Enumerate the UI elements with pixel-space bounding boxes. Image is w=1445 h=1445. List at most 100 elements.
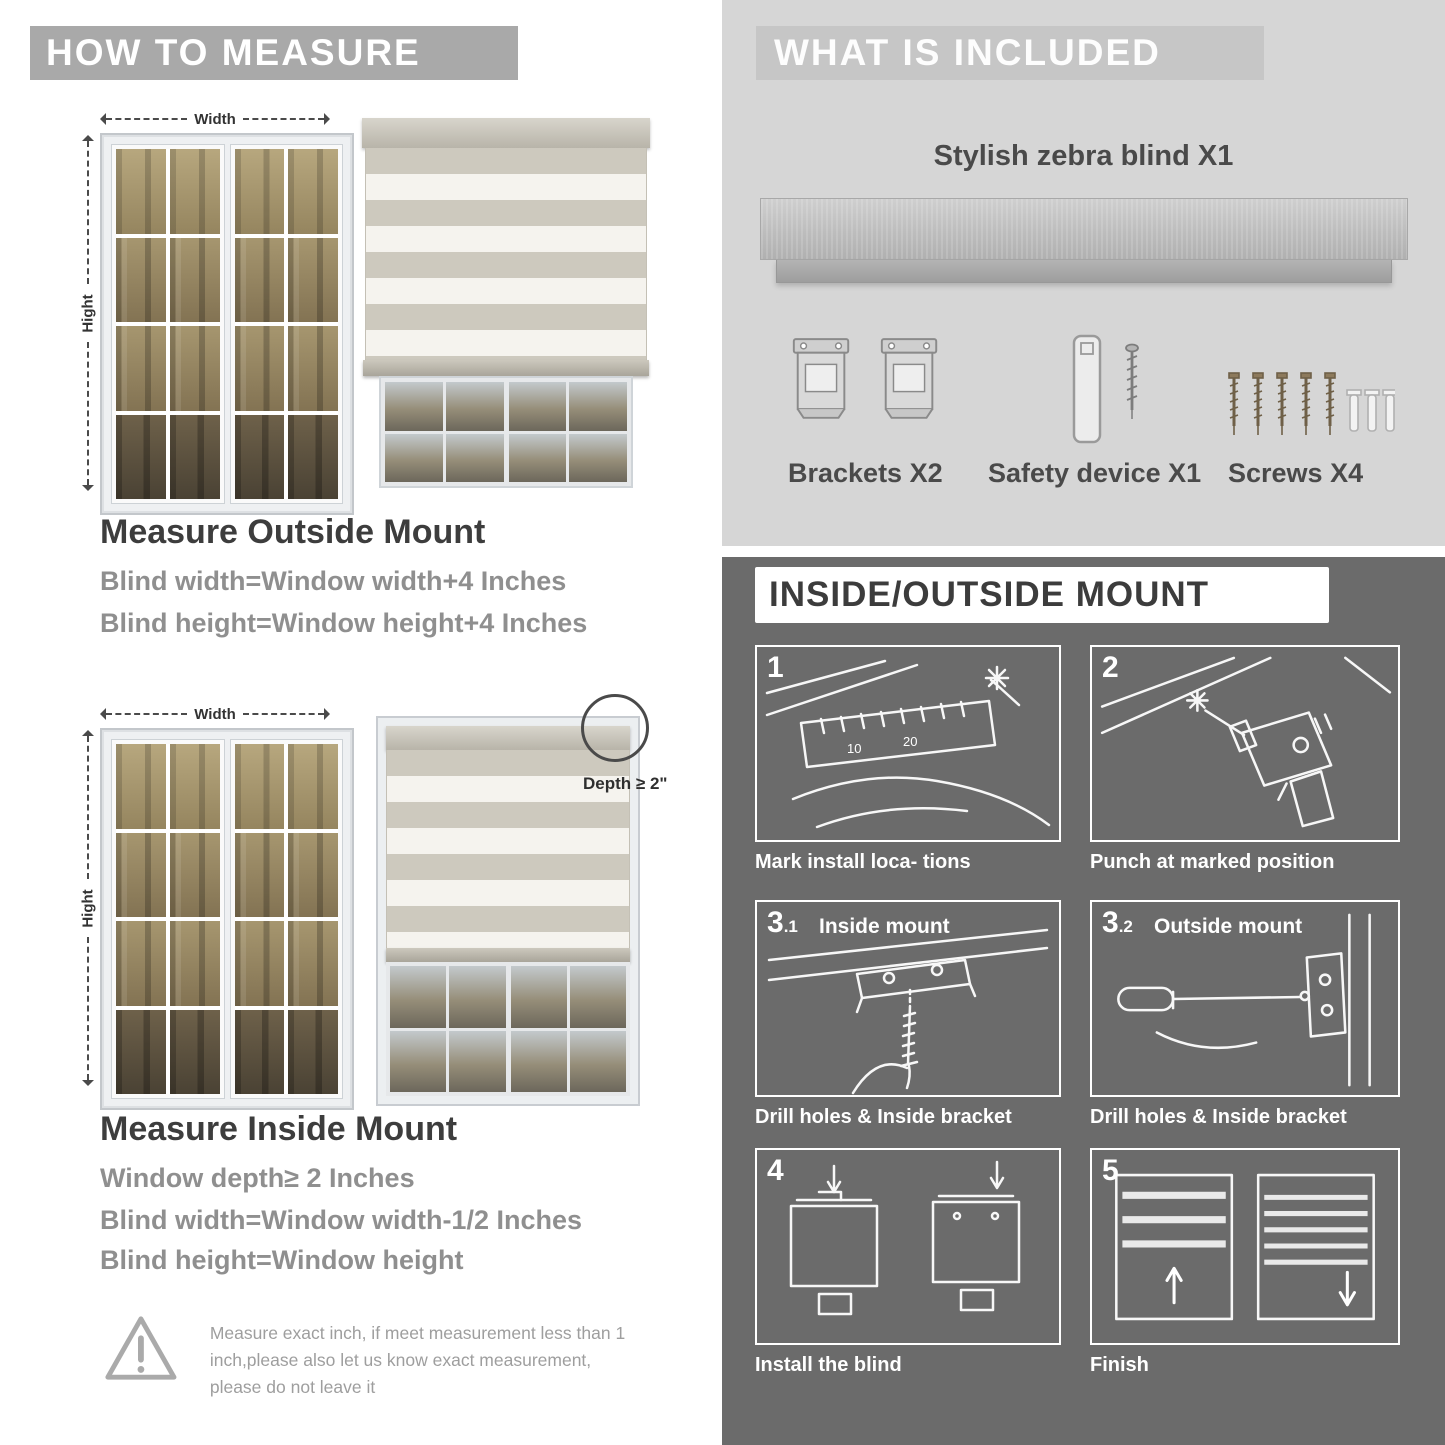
window-pane	[449, 1030, 506, 1092]
arrowhead-up-icon	[82, 135, 94, 141]
window-sash	[508, 382, 627, 482]
outside-bracket-art	[1117, 913, 1371, 1087]
blind-stripes	[365, 148, 647, 360]
inside-mount-title: Measure Inside Mount	[100, 1110, 458, 1148]
safety-device-icon	[1072, 334, 1139, 444]
screws-icon	[1228, 372, 1398, 435]
window-pane	[234, 149, 285, 234]
window-pane	[569, 1030, 626, 1092]
screws-illustration	[1220, 368, 1398, 455]
window-pane	[288, 921, 338, 1006]
mount-title: INSIDE/OUTSIDE MOUNT	[769, 575, 1210, 614]
warning-triangle-icon	[105, 1316, 177, 1380]
inside-mount-depth-rule: Window depth≥ 2 Inches	[100, 1163, 415, 1193]
window-pane	[234, 414, 285, 499]
step-number: 1	[767, 651, 784, 684]
height-label: Hight	[79, 293, 97, 333]
window-sash	[229, 739, 343, 1099]
step-3-2-caption: Drill holes & Inside bracket	[1090, 1106, 1347, 1128]
window-pane	[288, 149, 338, 234]
window-pane	[508, 433, 567, 482]
step-number: 3.1	[767, 906, 798, 939]
window-pane	[234, 1009, 285, 1094]
width-measure-arrow: Width	[100, 705, 331, 723]
arrowhead-left-icon	[100, 708, 106, 720]
window-pane	[445, 382, 504, 431]
window-pane	[169, 326, 220, 411]
dashed-line	[87, 141, 89, 284]
window-pane	[288, 832, 338, 917]
step-4: 4 Install the blind	[755, 1148, 1061, 1377]
arrowhead-right-icon	[324, 113, 331, 125]
window-pane	[234, 326, 285, 411]
outside-mount-height-formula: Blind height=Window height+4 Inches	[100, 608, 588, 638]
inside-mount-figure: Width Hight	[78, 694, 678, 1110]
step-3-1-caption: Drill holes & Inside bracket	[755, 1106, 1012, 1128]
step-number: 2	[1102, 651, 1119, 684]
drill-art	[1100, 656, 1392, 828]
depth-label: Depth ≥ 2"	[583, 774, 668, 793]
window-below-blind	[379, 376, 633, 488]
blind-stripes	[386, 750, 630, 948]
step-5: 5 Finish	[1090, 1148, 1400, 1377]
dashed-line	[242, 713, 325, 715]
install-blind-art	[789, 1160, 1021, 1316]
window-pane	[116, 326, 166, 411]
blind-bottom-rail	[386, 948, 630, 962]
window-sash	[385, 382, 504, 482]
window-pane	[169, 744, 220, 829]
step-2-caption: Punch at marked position	[1090, 851, 1335, 873]
safety-device-label: Safety device X1	[988, 458, 1202, 488]
step-number: 4	[767, 1154, 784, 1187]
step-3-2-box: 3.2 Outside mount	[1090, 900, 1400, 1097]
window-pane	[116, 1009, 166, 1094]
window-illustration	[100, 133, 354, 515]
window-pane	[169, 237, 220, 322]
mount-banner: INSIDE/OUTSIDE MOUNT	[755, 567, 1329, 623]
dashed-line	[242, 118, 325, 120]
window-below-blind	[386, 962, 630, 1096]
window-pane	[385, 382, 443, 431]
window-pane	[116, 921, 166, 1006]
inside-mount-width-formula: Blind width=Window width-1/2 Inches	[100, 1205, 583, 1235]
how-to-measure-title: HOW TO MEASURE	[46, 32, 421, 73]
window-pane	[169, 832, 220, 917]
window-pane	[288, 1009, 338, 1094]
height-measure-arrow: Hight	[78, 135, 98, 491]
window-pane	[510, 1030, 567, 1092]
brackets-illustration	[788, 330, 944, 425]
window-pane	[116, 744, 166, 829]
blind-cassette	[362, 118, 650, 148]
window-pane	[169, 1009, 220, 1094]
step-4-box: 4	[755, 1148, 1061, 1345]
dashed-line	[87, 937, 89, 1080]
dashed-line	[106, 118, 188, 120]
included-blind-label: Stylish zebra blind X1	[933, 140, 1234, 172]
what-is-included-title: WHAT IS INCLUDED	[774, 32, 1161, 73]
width-label: Width	[194, 705, 236, 723]
window-pane	[510, 966, 567, 1028]
how-to-measure-banner: HOW TO MEASURE	[30, 26, 518, 80]
svg-text:10: 10	[847, 741, 861, 756]
window-pane	[234, 921, 285, 1006]
height-label: Hight	[79, 888, 97, 928]
arrowhead-down-icon	[82, 1080, 94, 1086]
cassette-valance	[776, 260, 1392, 283]
outside-mount-width-formula: Blind width=Window width+4 Inches	[100, 566, 567, 596]
what-is-included-banner: WHAT IS INCLUDED	[756, 26, 1264, 80]
zebra-blind-outside-illustration	[362, 118, 650, 488]
blind-bottom-rail	[363, 360, 649, 376]
outside-mount-figure: Width Hight	[78, 105, 668, 515]
step-3-2: 3.2 Outside mount Drill holes & Inside b…	[1090, 900, 1400, 1129]
inside-mount-height-formula: Blind height=Window height	[100, 1245, 464, 1275]
warning-text: Measure exact inch, if meet measurement …	[209, 1323, 626, 1398]
window-pane	[288, 326, 338, 411]
window-pane	[508, 382, 567, 431]
screws-label: Screws X4	[1228, 458, 1364, 488]
step-2: 2 Punch at marked position	[1090, 645, 1400, 874]
window-pane	[288, 237, 338, 322]
window-sash	[111, 739, 225, 1099]
window-sash	[510, 966, 626, 1092]
